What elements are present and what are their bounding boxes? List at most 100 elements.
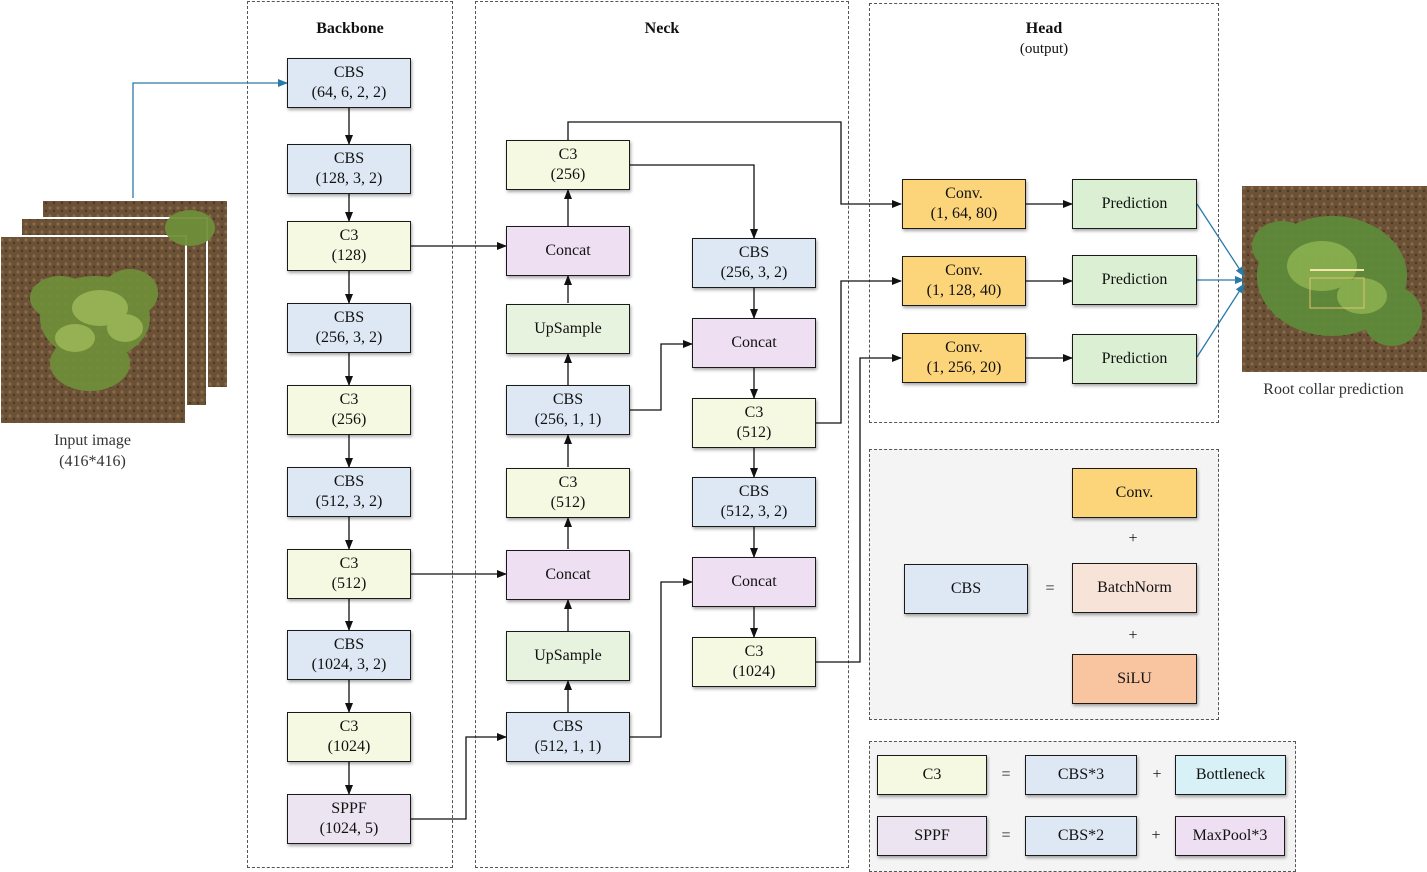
neck-concat-2: Concat: [506, 550, 630, 600]
block-params: (512): [736, 424, 772, 441]
input-image-graphic: [0, 199, 229, 425]
block-name: C3: [339, 555, 359, 572]
head-prediction-3: Prediction: [1072, 334, 1197, 384]
backbone-section: Backbone: [247, 1, 453, 868]
legend-conv: Conv.: [1072, 468, 1197, 518]
block-params: (1024): [732, 663, 776, 680]
legend-c3: C3: [877, 755, 987, 795]
head-conv-20: Conv. (1, 256, 20): [902, 333, 1026, 383]
block-params: (512, 3, 2): [720, 503, 788, 520]
legend-sppf-plus: +: [1151, 827, 1161, 844]
block-name: SPPF: [331, 800, 367, 817]
block-name: BatchNorm: [1097, 579, 1172, 596]
neck-c3-512-right: C3 (512): [692, 398, 816, 448]
backbone-sppf: SPPF (1024, 5): [287, 794, 411, 844]
block-name: C3: [339, 391, 359, 408]
block-name: CBS: [333, 473, 365, 490]
block-name: Prediction: [1101, 195, 1168, 212]
legend-silu: SiLU: [1072, 654, 1197, 704]
block-params: (64, 6, 2, 2): [311, 84, 387, 101]
block-name: Conv.: [1115, 484, 1154, 501]
block-name: Prediction: [1101, 271, 1168, 288]
block-name: Bottleneck: [1195, 766, 1266, 783]
output-image-label: Root collar prediction: [1263, 381, 1404, 398]
head-subtitle: (output): [1019, 41, 1069, 57]
head-prediction-1: Prediction: [1072, 179, 1197, 229]
legend-cbs: CBS: [904, 564, 1028, 614]
backbone-c3-256: C3 (256): [287, 385, 411, 435]
block-name: Conv.: [945, 262, 983, 279]
block-name: CBS: [738, 483, 770, 500]
neck-section: Neck: [475, 1, 849, 868]
neck-c3-1024: C3 (1024): [692, 637, 816, 687]
legend-cbs-times-3: CBS*3: [1025, 755, 1137, 795]
legend-cbs-plus-2: +: [1128, 627, 1138, 644]
backbone-cbs-64: CBS (64, 6, 2, 2): [287, 58, 411, 108]
block-name: C3: [339, 227, 359, 244]
block-name: CBS*3: [1057, 766, 1105, 783]
legend-sppf-equals: =: [1001, 827, 1011, 844]
block-name: UpSample: [534, 320, 602, 337]
neck-concat-4: Concat: [692, 557, 816, 607]
head-title: Head: [1025, 20, 1063, 37]
legend-cbs-equals: =: [1045, 580, 1055, 597]
block-name: CBS: [333, 309, 365, 326]
block-name: C3: [744, 404, 764, 421]
block-name: C3: [339, 718, 359, 735]
block-params: (256): [331, 411, 367, 428]
block-params: (128, 3, 2): [315, 170, 383, 187]
backbone-title: Backbone: [316, 20, 384, 37]
block-name: C3: [744, 643, 764, 660]
block-name: SPPF: [914, 827, 950, 844]
output-image-graphic: [1242, 186, 1427, 372]
backbone-c3-1024: C3 (1024): [287, 712, 411, 762]
block-name: C3: [922, 766, 942, 783]
neck-cbs-512-3-2: CBS (512, 3, 2): [692, 477, 816, 527]
neck-cbs-256-1-1: CBS (256, 1, 1): [506, 385, 630, 435]
legend-cbs-plus-1: +: [1128, 530, 1138, 547]
block-name: CBS: [950, 580, 982, 597]
block-params: (1024, 3, 2): [311, 656, 387, 673]
neck-upsample-1: UpSample: [506, 304, 630, 354]
neck-title: Neck: [644, 20, 680, 37]
legend-bottleneck: Bottleneck: [1175, 755, 1286, 795]
backbone-cbs-512: CBS (512, 3, 2): [287, 467, 411, 517]
block-params: (256, 1, 1): [534, 411, 602, 428]
block-name: CBS: [333, 636, 365, 653]
input-image-label: Input image: [54, 432, 131, 449]
block-name: Conv.: [945, 339, 983, 356]
head-conv-40: Conv. (1, 128, 40): [902, 256, 1026, 306]
block-name: MaxPool*3: [1192, 827, 1268, 844]
block-params: (512, 3, 2): [315, 493, 383, 510]
block-name: CBS: [552, 718, 584, 735]
neck-c3-512-left: C3 (512): [506, 468, 630, 518]
backbone-c3-128: C3 (128): [287, 221, 411, 271]
block-params: (1024, 5): [319, 820, 379, 837]
input-image-stack: [0, 198, 230, 426]
neck-cbs-512-1-1: CBS (512, 1, 1): [506, 712, 630, 762]
output-image: [1242, 186, 1427, 372]
legend-c3-plus: +: [1152, 766, 1162, 783]
block-params: (1, 256, 20): [926, 359, 1002, 376]
block-name: Concat: [731, 334, 777, 351]
head-conv-80: Conv. (1, 64, 80): [902, 179, 1026, 229]
neck-concat-3: Concat: [692, 318, 816, 368]
block-name: CBS: [738, 244, 770, 261]
block-name: CBS*2: [1057, 827, 1105, 844]
head-section: Head (output): [869, 3, 1219, 423]
legend-batchnorm: BatchNorm: [1072, 563, 1197, 613]
backbone-cbs-1024: CBS (1024, 3, 2): [287, 630, 411, 680]
block-params: (1, 128, 40): [926, 282, 1002, 299]
block-params: (1, 64, 80): [930, 205, 998, 222]
block-params: (256): [550, 166, 586, 183]
block-params: (512): [550, 494, 586, 511]
block-params: (256, 3, 2): [720, 264, 788, 281]
block-name: Concat: [545, 242, 591, 259]
block-name: CBS: [333, 150, 365, 167]
block-name: CBS: [333, 64, 365, 81]
backbone-cbs-256: CBS (256, 3, 2): [287, 303, 411, 353]
legend-cbs-times-2: CBS*2: [1025, 816, 1137, 856]
neck-upsample-2: UpSample: [506, 631, 630, 681]
